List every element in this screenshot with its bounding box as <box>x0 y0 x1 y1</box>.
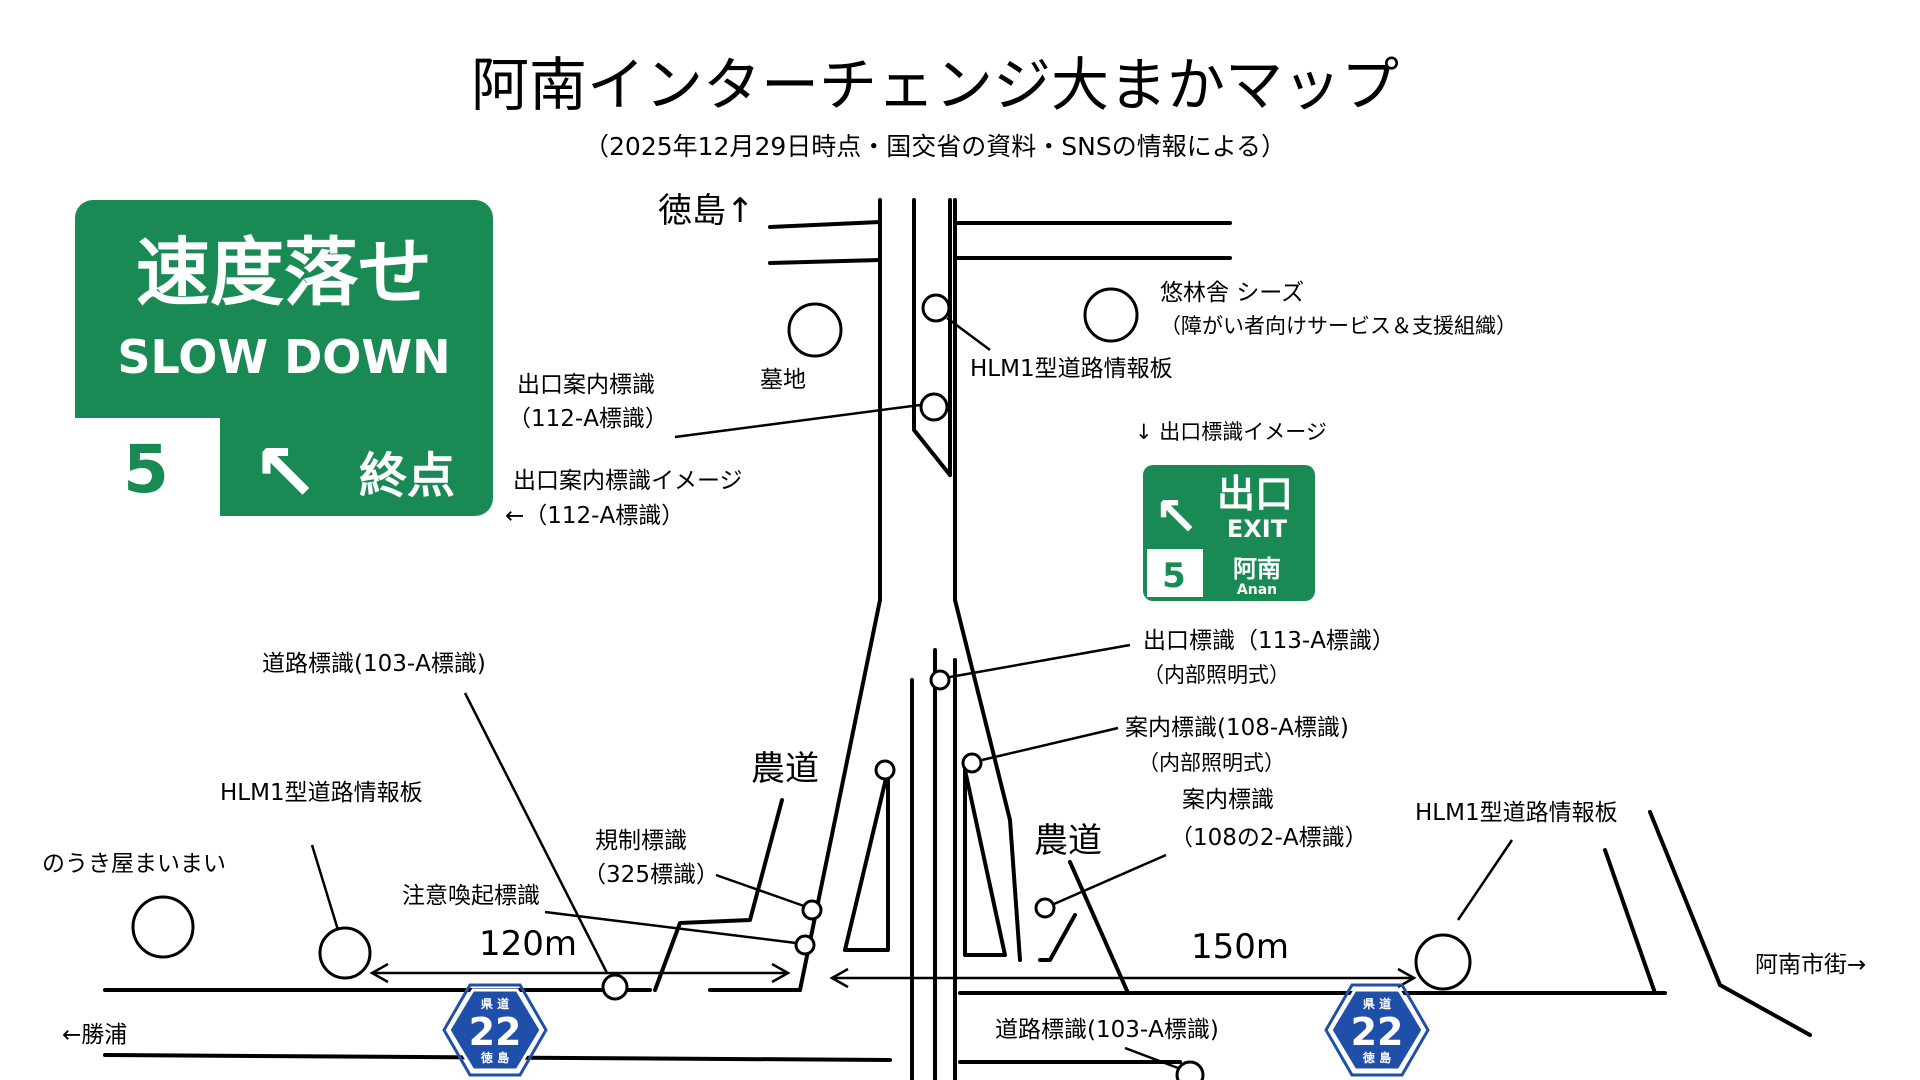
slow-down-jp: 速度落せ <box>136 230 432 316</box>
exit-guide-leader <box>674 403 921 439</box>
exit-sign-leader <box>949 643 1131 679</box>
route-shield-top: 県 道 <box>1363 996 1391 1011</box>
guide-108-marker <box>961 752 983 774</box>
exit-sign-image-jp: 出口 <box>1217 472 1293 516</box>
distance-right: 150m <box>829 927 1417 989</box>
road-103-bottom-marker <box>1175 1060 1205 1080</box>
hlm1-left-leader <box>310 844 340 931</box>
farm-road-label-left: 農道 <box>751 749 819 789</box>
road-103-left-leader <box>463 692 609 974</box>
page-subtitle: （2025年12月29日時点・国交省の資料・SNSの情報による） <box>584 132 1286 161</box>
slow-down-number-box <box>75 418 220 516</box>
guide-108-2-code: （108の2-A標識） <box>1170 825 1368 851</box>
direction-katsuura: ←勝浦 <box>62 1022 127 1048</box>
hlm1-top-label: HLM1型道路情報板 <box>970 356 1173 382</box>
exit-guide-image-label: 出口案内標識イメージ <box>513 468 743 494</box>
caution-leader <box>544 910 797 945</box>
regulation-label: 規制標識 <box>595 828 687 854</box>
road-103-left-marker <box>601 973 629 1001</box>
road-right-a <box>1603 848 1657 995</box>
nouki-label: のうき屋まいまい <box>42 851 226 877</box>
yurinsha-marker <box>1083 287 1139 343</box>
exit-sign-marker <box>929 669 951 691</box>
road-top-left-upper <box>768 220 882 229</box>
regulation-marker <box>801 899 823 921</box>
hlm1-right-leader <box>1456 839 1514 921</box>
exit-guide-label: 出口案内標識 <box>517 372 655 398</box>
guide-108-label: 案内標識(108-A標識) <box>1125 715 1349 741</box>
route-shield-shape <box>1329 988 1425 1072</box>
farm-road-right <box>1068 860 1130 995</box>
hlm1-left-marker <box>318 926 372 980</box>
exit-sign-image-dest-en: Anan <box>1237 582 1277 598</box>
road-103-left-label: 道路標識(103-A標識) <box>262 651 486 677</box>
yurinsha-label: 悠林舎 シーズ <box>1160 280 1304 306</box>
farm-road-left-b <box>1038 913 1077 962</box>
guide-108-note: （内部照明式） <box>1138 751 1285 775</box>
ramp-left-outer <box>798 598 882 992</box>
distance-left: 120m <box>369 924 791 984</box>
road-103-bottom-leader <box>1124 1046 1179 1070</box>
exit-guide-marker <box>919 392 949 422</box>
exit-image-caption: ↓ 出口標識イメージ <box>1135 420 1327 444</box>
hlm1-right-marker <box>1414 933 1472 991</box>
distance-right-label: 150m <box>1191 927 1289 967</box>
route-shield-22-right: 県 道 22 徳 島 <box>1324 983 1430 1077</box>
hlm1-left-label: HLM1型道路情報板 <box>220 780 423 806</box>
road-network <box>103 198 1812 1080</box>
median-marker <box>874 759 896 781</box>
road-top-left-lower <box>768 258 882 265</box>
farm-road-label-right: 農道 <box>1034 821 1102 861</box>
guide-108-2-marker <box>1034 897 1056 919</box>
slow-down-end: 終点 <box>359 448 455 504</box>
graveyard-marker <box>787 302 843 358</box>
exit-guide-image-code: ←（112-A標識） <box>505 503 684 529</box>
exit-sign-image: ↖ 出口 EXIT 5 阿南 Anan <box>1143 465 1315 601</box>
slow-down-arrow: ↖ <box>251 426 318 519</box>
route-shield-number: 22 <box>1351 1010 1404 1054</box>
slow-down-number: 5 <box>123 431 169 508</box>
loop-left <box>843 768 890 952</box>
exit-sign-image-number: 5 <box>1162 556 1186 596</box>
road-right-b <box>1648 810 1812 1037</box>
route-shield-22-left: 県 道 22 徳 島 <box>442 983 548 1077</box>
exit-sign-image-en: EXIT <box>1227 515 1288 543</box>
nouki-marker <box>131 895 195 959</box>
slow-down-en: SLOW DOWN <box>117 330 450 384</box>
exit-sign-label: 出口標識（113-A標識） <box>1143 628 1395 654</box>
regulation-leader <box>715 873 805 908</box>
caution-marker <box>794 934 816 956</box>
farm-road-left-a <box>653 798 784 992</box>
graveyard-label: 墓地 <box>760 367 806 393</box>
hlm1-top-leader <box>946 316 991 352</box>
exit-sign-note: （内部照明式） <box>1143 663 1290 687</box>
route-shield-number: 22 <box>469 1010 522 1054</box>
route-shield-top: 県 道 <box>481 996 509 1011</box>
exit-sign-image-arrow: ↖ <box>1153 485 1198 548</box>
slow-down-sign: 速度落せ SLOW DOWN 5 ↖ 終点 <box>75 200 493 519</box>
exit-guide-code: （112-A標識） <box>508 406 668 432</box>
hlm1-top-marker <box>921 293 951 323</box>
direction-tokushima: 徳島↑ <box>658 191 755 231</box>
route-shield-bottom: 徳 島 <box>480 1050 509 1065</box>
road-103-bottom-label: 道路標識(103-A標識) <box>995 1017 1219 1043</box>
guide-108-leader <box>981 726 1119 762</box>
route-shield-shape <box>447 988 543 1072</box>
loop-right <box>963 768 1007 957</box>
guide-108-2-leader <box>1053 853 1167 906</box>
direction-anan-city: 阿南市街→ <box>1755 952 1866 978</box>
route-shield-bottom: 徳 島 <box>1362 1050 1391 1065</box>
hlm1-right-label: HLM1型道路情報板 <box>1415 800 1618 826</box>
exit-sign-image-dest-jp: 阿南 <box>1233 555 1281 583</box>
regulation-code: （325標識） <box>583 862 719 888</box>
guide-108-2-label: 案内標識 <box>1182 787 1274 813</box>
highway-median-left <box>912 198 952 477</box>
caution-label: 注意喚起標識 <box>402 883 540 909</box>
yurinsha-note: （障がい者向けサービス＆支援組織） <box>1160 314 1517 338</box>
exit-sign-image-number-box <box>1147 549 1203 597</box>
page-title: 阿南インターチェンジ大まかマップ <box>471 51 1399 119</box>
distance-left-label: 120m <box>479 924 577 964</box>
